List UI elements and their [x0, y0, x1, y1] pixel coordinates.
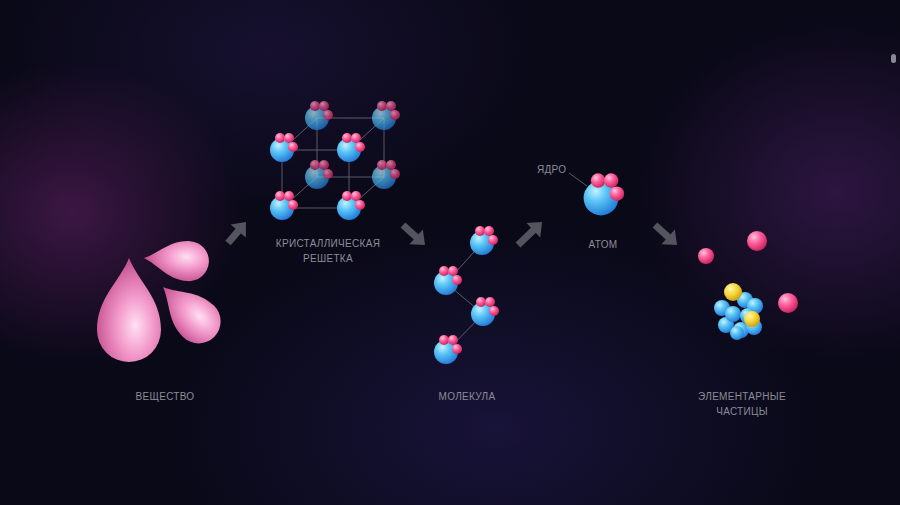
molecule [434, 226, 499, 364]
atom-sphere [305, 160, 333, 189]
atom-sphere [305, 101, 333, 130]
yellow-particle [744, 311, 760, 327]
arrow-head [526, 222, 542, 238]
stage-arrow [403, 225, 425, 245]
atom-sphere [584, 173, 625, 215]
drop [97, 258, 161, 362]
substance-drops [97, 238, 230, 362]
lattice-lines [282, 118, 384, 208]
stage-label: МОЛЕКУЛА [422, 389, 512, 404]
atom-sphere [270, 191, 298, 220]
arrow-shaft [228, 230, 239, 243]
stage-arrow [228, 222, 246, 243]
arrow-shaft [655, 225, 669, 238]
electron [778, 293, 798, 313]
atom-sphere [372, 160, 400, 189]
arrow-shaft [518, 230, 534, 245]
arrow-head [661, 230, 677, 245]
stage-arrow [655, 225, 677, 245]
atom-sphere [434, 335, 462, 364]
atom-sphere [337, 133, 365, 162]
stage-node: КРИСТАЛЛИЧЕСКАЯ РЕШЕТКА [246, 95, 403, 269]
atom-sphere [372, 101, 400, 130]
stage-label: КРИСТАЛЛИЧЕСКАЯ РЕШЕТКА [261, 236, 396, 266]
elementary-particles [698, 231, 798, 340]
arrow-head [409, 230, 425, 245]
leader-line [569, 173, 587, 186]
atom-sphere [270, 133, 298, 162]
stage-label: ВЕЩЕСТВО [105, 389, 225, 404]
stage-node: ВЕЩЕСТВО [92, 236, 228, 408]
stage-node: ЭЛЕМЕНТАРНЫЕ ЧАСТИЦЫ [677, 225, 810, 422]
arrow-head [231, 222, 246, 238]
stage-node: МОЛЕКУЛА [425, 225, 518, 407]
electron [698, 248, 714, 264]
yellow-particle [724, 283, 742, 301]
atom-sphere [470, 226, 498, 255]
stage-label: АТОМ [563, 237, 643, 252]
crystal-lattice [270, 101, 400, 220]
drop [143, 238, 211, 282]
electron [747, 231, 767, 251]
atom [569, 173, 624, 215]
drop [148, 271, 230, 352]
stage-label: ЭЛЕМЕНТАРНЫЕ ЧАСТИЦЫ [685, 389, 800, 419]
atom-sphere [337, 191, 365, 220]
stage-arrow [518, 222, 542, 245]
atom-sphere [471, 297, 499, 326]
atom-sphere [434, 266, 462, 295]
arrow-shaft [403, 225, 417, 238]
scroll-marker [891, 54, 896, 63]
callout-label: ЯДРО [537, 162, 566, 177]
nucleus-cluster [714, 283, 763, 340]
